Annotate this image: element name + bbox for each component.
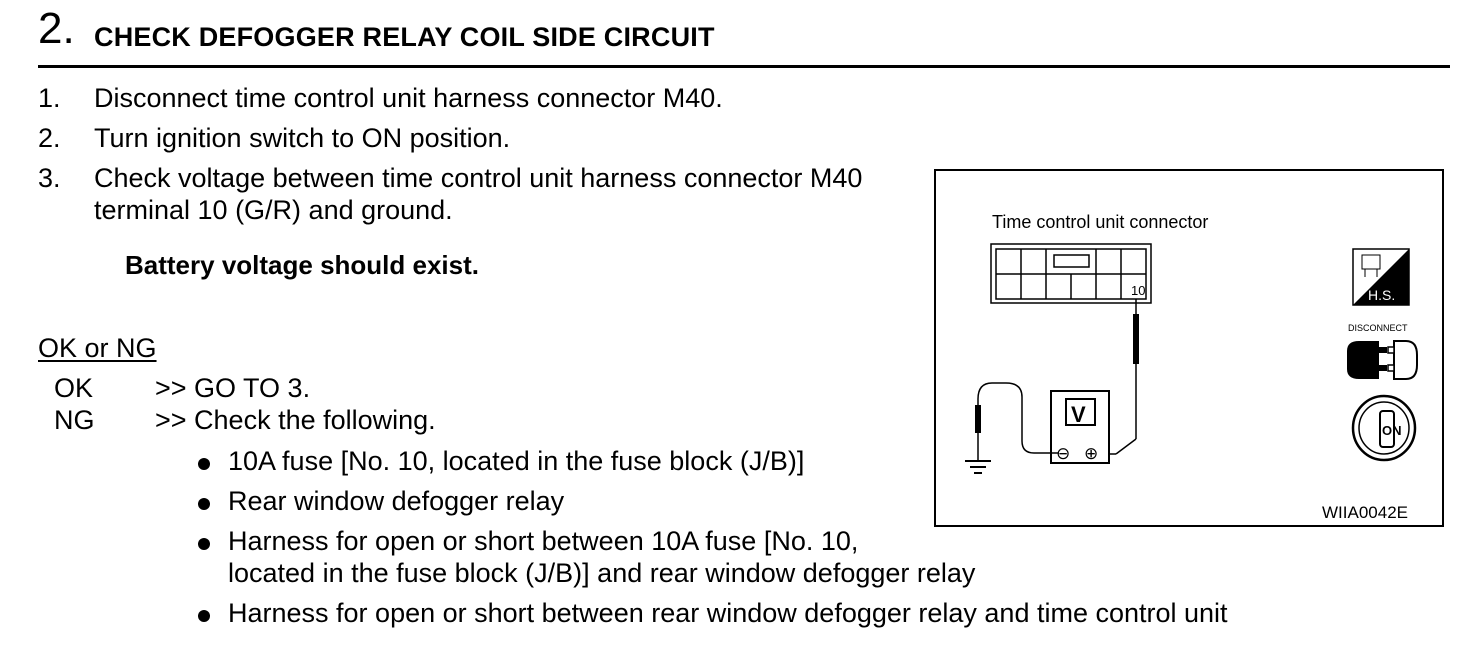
meter-minus-terminal: ⊖ bbox=[1056, 444, 1070, 463]
disconnect-label: DISCONNECT bbox=[1348, 323, 1408, 333]
result-ok: OK >> GO TO 3. bbox=[0, 372, 930, 404]
connector-icon bbox=[990, 243, 1152, 304]
ground-icon bbox=[965, 460, 991, 474]
check-item-text: Harness for open or short between rear w… bbox=[228, 598, 1228, 628]
step-2-text: Turn ignition switch to ON position. bbox=[94, 123, 511, 153]
step-3-text-line-2: terminal 10 (G/R) and ground. bbox=[94, 195, 453, 225]
result-ok-key: OK bbox=[54, 373, 94, 403]
bullet-icon bbox=[198, 538, 210, 550]
check-item: Harness for open or short between rear w… bbox=[0, 597, 1340, 629]
step-1-text: Disconnect time control unit harness con… bbox=[94, 83, 723, 113]
hs-icon bbox=[1352, 248, 1410, 306]
meter-plus-terminal: ⊕ bbox=[1084, 444, 1098, 463]
voltmeter-label: V bbox=[1071, 402, 1086, 427]
title-rule bbox=[38, 65, 1450, 68]
bullet-icon bbox=[198, 458, 210, 470]
step-2: 2. Turn ignition switch to ON position. bbox=[0, 122, 930, 154]
bullet-icon bbox=[198, 498, 210, 510]
disconnect-icon bbox=[1347, 340, 1418, 380]
result-ng-value: >> Check the following. bbox=[155, 405, 436, 435]
ok-ng-heading: OK or NG bbox=[38, 333, 157, 363]
check-item-text: Rear window defogger relay bbox=[228, 486, 565, 516]
probe-ground bbox=[975, 382, 1059, 461]
terminal-label: 10 bbox=[1131, 283, 1145, 298]
step-3-text-line-1: Check voltage between time control unit … bbox=[94, 163, 863, 193]
figure-code: WIIA0042E bbox=[1322, 503, 1408, 522]
check-item-text-line-1: Harness for open or short between 10A fu… bbox=[228, 526, 859, 556]
figure-frame bbox=[934, 169, 1444, 527]
check-item: Harness for open or short between 10A fu… bbox=[0, 525, 1300, 589]
on-label: ON bbox=[1382, 423, 1402, 438]
step-3: 3. Check voltage between time control un… bbox=[0, 162, 930, 226]
check-item: Rear window defogger relay bbox=[0, 485, 1300, 517]
result-ok-value: >> GO TO 3. bbox=[155, 373, 311, 403]
figure-caption: Time control unit connector bbox=[992, 212, 1208, 232]
result-ng-key: NG bbox=[54, 405, 95, 435]
check-item: 10A fuse [No. 10, located in the fuse bl… bbox=[0, 445, 1300, 477]
step-3-number: 3. bbox=[38, 163, 61, 193]
step-2-number: 2. bbox=[38, 123, 61, 153]
bullet-icon bbox=[198, 610, 210, 622]
check-item-text-line-2: located in the fuse block (J/B)] and rea… bbox=[228, 558, 976, 588]
check-item-text: 10A fuse [No. 10, located in the fuse bl… bbox=[228, 446, 805, 476]
hs-label: H.S. bbox=[1368, 287, 1395, 303]
connector-diagram: Time control unit connector 10 V ⊖ ⊕ bbox=[965, 212, 1418, 522]
spec-statement: Battery voltage should exist. bbox=[125, 250, 479, 280]
voltmeter-icon bbox=[1050, 390, 1110, 464]
step-1-number: 1. bbox=[38, 83, 61, 113]
ignition-on-icon bbox=[1351, 394, 1417, 462]
step-1: 1. Disconnect time control unit harness … bbox=[0, 82, 930, 114]
result-ng: NG >> Check the following. bbox=[0, 404, 930, 436]
step-number: 2. bbox=[38, 4, 75, 53]
step-title: CHECK DEFOGGER RELAY COIL SIDE CIRCUIT bbox=[94, 22, 715, 52]
